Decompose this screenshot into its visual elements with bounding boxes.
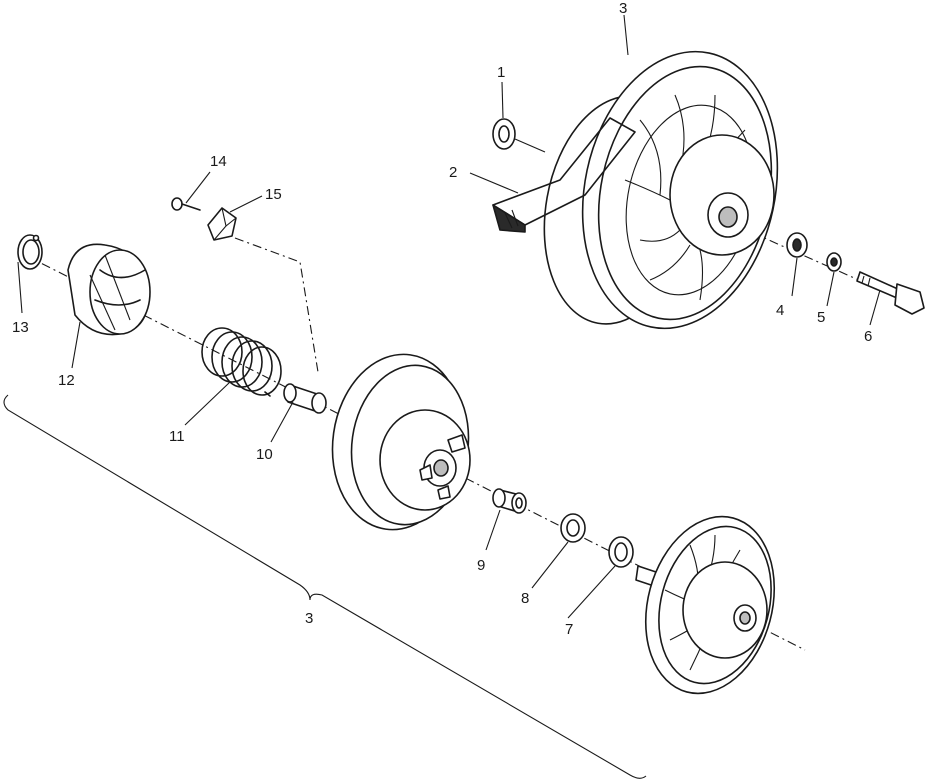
lockwasher-5	[826, 252, 842, 272]
roller-guide-line	[234, 237, 319, 373]
label-part-15: 15	[265, 186, 282, 203]
bushing-10	[283, 383, 327, 414]
label-part-14: 14	[210, 153, 227, 170]
bushing-9	[492, 488, 527, 514]
label-part-1: 1	[497, 64, 505, 81]
assembly-bracket	[3, 394, 647, 779]
washer-1	[492, 118, 546, 153]
spring-11	[201, 327, 282, 397]
leader-lines	[17, 14, 881, 619]
washer-7	[608, 536, 634, 568]
label-part-3-bracket: 3	[305, 610, 313, 627]
label-part-11: 11	[169, 428, 185, 445]
stationary-sheave	[635, 515, 776, 695]
label-part-7: 7	[565, 621, 573, 638]
washer-4	[786, 232, 808, 258]
label-part-8: 8	[521, 590, 529, 607]
label-part-13: 13	[12, 319, 29, 336]
label-part-4: 4	[776, 302, 784, 319]
label-part-3-top: 3	[619, 0, 627, 17]
label-part-5: 5	[817, 309, 825, 326]
bolt-6	[856, 271, 925, 315]
washer-8	[560, 513, 586, 543]
snap-ring-13	[17, 234, 43, 270]
upper-sheave-assembly	[492, 50, 779, 330]
label-part-10: 10	[256, 446, 273, 463]
label-part-12: 12	[58, 372, 75, 389]
label-part-2: 2	[449, 164, 457, 181]
pin-14	[171, 197, 201, 211]
moveable-sheave	[331, 353, 471, 531]
roller-15	[207, 207, 237, 241]
label-part-6: 6	[864, 328, 872, 345]
label-part-9: 9	[477, 557, 485, 574]
helix-cam-12	[67, 243, 151, 336]
